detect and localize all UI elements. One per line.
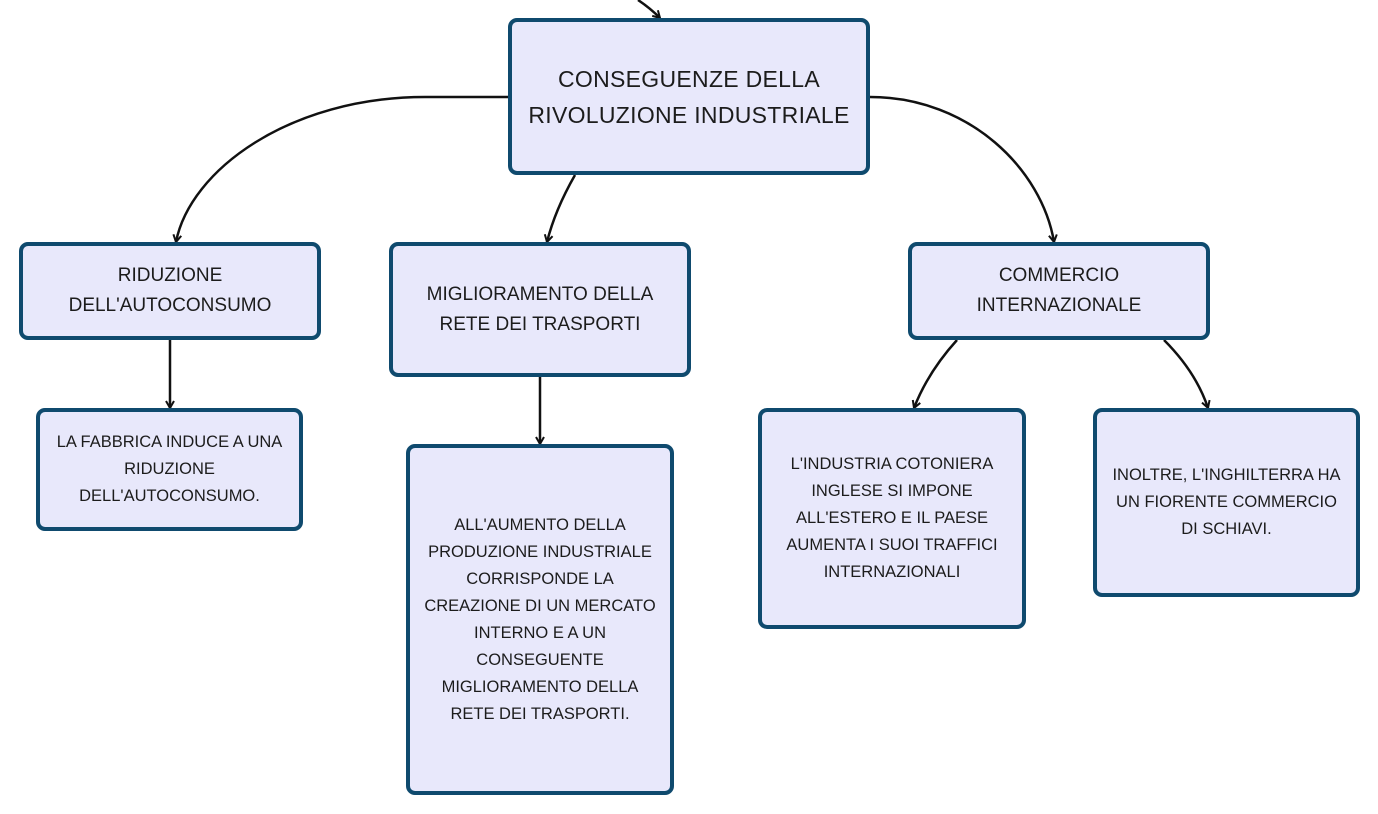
branch-node-trasporti[interactable]: MIGLIORAMENTO DELLA RETE DEI TRASPORTI — [389, 242, 691, 377]
connector-incoming — [637, 0, 662, 20]
leaf-node-industria-cotoniera[interactable]: L'INDUSTRIA COTONIERA INGLESE SI IMPONE … — [758, 408, 1026, 629]
root-node-text: CONSEGUENZE DELLA RIVOLUZIONE INDUSTRIAL… — [528, 65, 850, 128]
leaf-node-text: ALL'AUMENTO DELLA PRODUZIONE INDUSTRIALE… — [424, 515, 656, 723]
root-node[interactable]: CONSEGUENZE DELLA RIVOLUZIONE INDUSTRIAL… — [508, 18, 870, 175]
branch-node-commercio[interactable]: COMMERCIO INTERNAZIONALE — [908, 242, 1210, 340]
connector-root-to-autoconsumo — [172, 95, 508, 244]
branch-node-text: COMMERCIO INTERNAZIONALE — [976, 265, 1142, 316]
connector-root-to-trasporti — [543, 174, 577, 244]
leaf-node-text: INOLTRE, L'INGHILTERRA HA UN FIORENTE CO… — [1112, 466, 1341, 538]
connector-root-to-commercio — [869, 95, 1058, 244]
connector-commercio-to-inghilterra — [1163, 339, 1211, 410]
leaf-node-text: L'INDUSTRIA COTONIERA INGLESE SI IMPONE … — [786, 455, 998, 581]
branch-node-autoconsumo[interactable]: RIDUZIONE DELL'AUTOCONSUMO — [19, 242, 321, 340]
connector-commercio-to-cotoniera — [911, 339, 958, 410]
branch-node-text: RIDUZIONE DELL'AUTOCONSUMO — [68, 265, 272, 316]
leaf-node-fabbrica[interactable]: LA FABBRICA INDUCE A UNA RIDUZIONE DELL'… — [36, 408, 303, 531]
leaf-node-aumento-produzione[interactable]: ALL'AUMENTO DELLA PRODUZIONE INDUSTRIALE… — [406, 444, 674, 795]
leaf-node-inghilterra-schiavi[interactable]: INOLTRE, L'INGHILTERRA HA UN FIORENTE CO… — [1093, 408, 1360, 597]
branch-node-text: MIGLIORAMENTO DELLA RETE DEI TRASPORTI — [426, 283, 654, 335]
leaf-node-text: LA FABBRICA INDUCE A UNA RIDUZIONE DELL'… — [56, 433, 283, 505]
